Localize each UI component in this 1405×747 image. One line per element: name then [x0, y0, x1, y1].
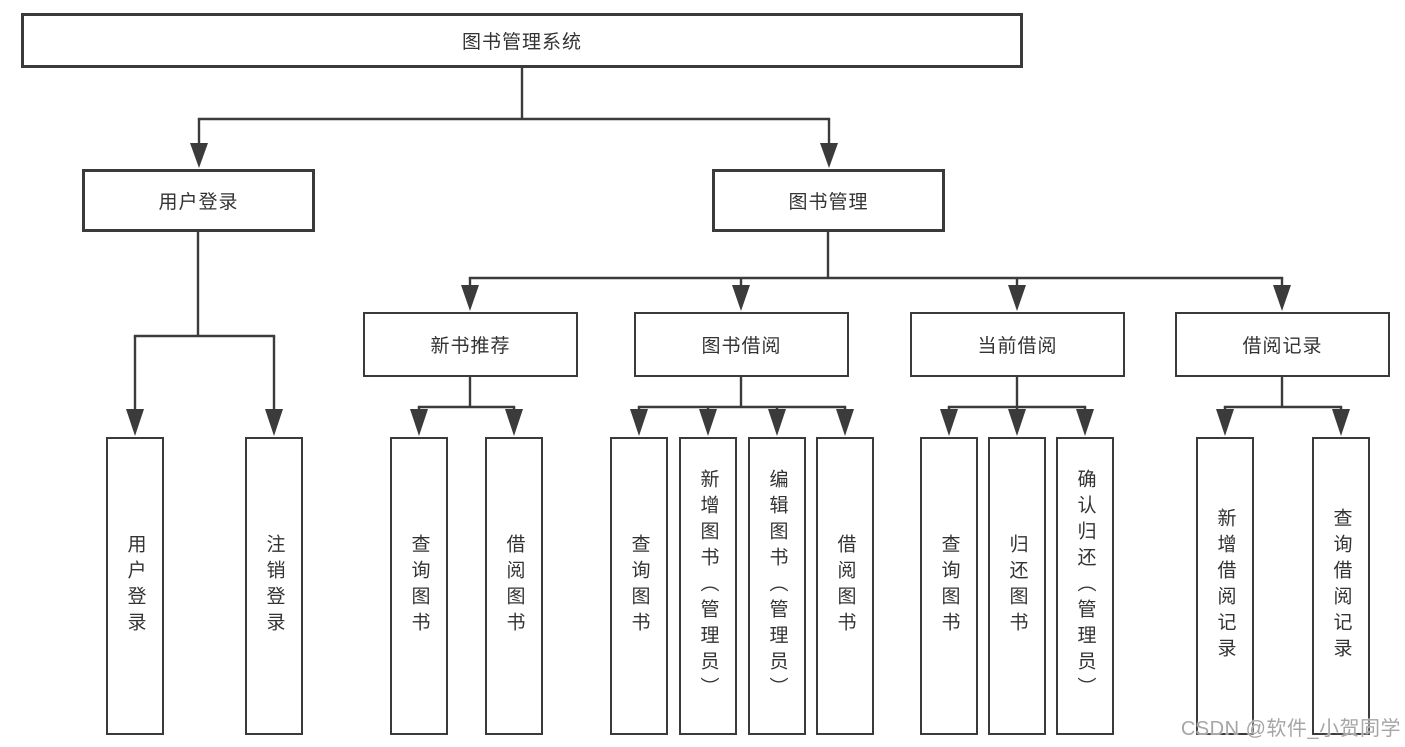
- node-label: 图书管理: [788, 192, 869, 213]
- arrowhead: [410, 409, 428, 436]
- node-label: 注销登录: [263, 534, 285, 638]
- connector-bookborrow-to-leaves: [630, 377, 854, 436]
- arrowhead: [1008, 285, 1026, 311]
- connector-borrowrecords-to-leaves: [1216, 377, 1350, 436]
- leaf-cb-query-books: 查询图书: [920, 437, 978, 735]
- leaf-logout: 注销登录: [245, 437, 303, 735]
- arrowhead: [1076, 409, 1094, 436]
- arrowhead: [190, 143, 208, 168]
- node-label: 查询借阅记录: [1330, 508, 1352, 664]
- leaf-cb-return-books: 归还图书: [988, 437, 1046, 735]
- node-root: 图书管理系统: [21, 13, 1023, 68]
- arrowhead: [768, 409, 786, 436]
- csdn-watermark: CSDN @软件_小贺同学: [1180, 718, 1401, 740]
- node-borrowing-records: 借阅记录: [1175, 312, 1390, 377]
- node-label: 用户登录: [158, 192, 239, 213]
- node-label: 查询图书: [628, 534, 650, 638]
- node-current-borrowing: 当前借阅: [910, 312, 1125, 377]
- arrowhead: [940, 409, 958, 436]
- leaf-cb-confirm-return-admin: 确认归还（管理员）: [1056, 437, 1114, 735]
- node-label: 编辑图书（管理员）: [766, 469, 788, 703]
- connector-bookmgmt-to-level2: [461, 232, 1291, 311]
- node-user-login-group: 用户登录: [82, 169, 315, 232]
- arrowhead: [699, 409, 717, 436]
- arrowhead: [505, 409, 523, 436]
- node-label: 新增借阅记录: [1214, 508, 1236, 664]
- arrowhead: [630, 409, 648, 436]
- node-label: 图书借阅: [701, 336, 782, 357]
- node-label: 查询图书: [938, 534, 960, 638]
- arrowhead: [1216, 409, 1234, 436]
- connector-root-to-level1: [190, 68, 838, 168]
- leaf-nb-borrow-books: 借阅图书: [485, 437, 543, 735]
- leaf-br-add-record: 新增借阅记录: [1196, 437, 1254, 735]
- node-label: 图书管理系统: [461, 32, 582, 53]
- arrowhead: [1273, 285, 1291, 311]
- node-label: 借阅图书: [503, 534, 525, 638]
- arrowhead: [836, 409, 854, 436]
- node-label: 新书推荐: [430, 336, 511, 357]
- node-label: 查询图书: [408, 534, 430, 638]
- connector-login-to-leaves: [126, 232, 283, 436]
- arrowhead: [1332, 409, 1350, 436]
- arrowhead: [265, 409, 283, 436]
- leaf-nb-query-books: 查询图书: [390, 437, 448, 735]
- node-label: 借阅图书: [834, 534, 856, 638]
- arrowhead: [820, 143, 838, 168]
- node-book-management: 图书管理: [712, 169, 945, 232]
- node-label: 借阅记录: [1242, 336, 1323, 357]
- node-label: 确认归还（管理员）: [1074, 469, 1096, 703]
- node-new-book-recommend: 新书推荐: [363, 312, 578, 377]
- leaf-bb-add-books-admin: 新增图书（管理员）: [679, 437, 737, 735]
- node-label: 用户登录: [124, 534, 146, 638]
- leaf-br-query-record: 查询借阅记录: [1312, 437, 1370, 735]
- node-label: 当前借阅: [977, 336, 1058, 357]
- leaf-user-login: 用户登录: [106, 437, 164, 735]
- node-label: 新增图书（管理员）: [697, 469, 719, 703]
- leaf-bb-query-books: 查询图书: [610, 437, 668, 735]
- arrowhead: [732, 285, 750, 311]
- node-label: 归还图书: [1006, 534, 1028, 638]
- arrowhead: [126, 409, 144, 436]
- leaf-bb-edit-books-admin: 编辑图书（管理员）: [748, 437, 806, 735]
- connector-currentborrow-to-leaves: [940, 377, 1094, 436]
- node-book-borrowing: 图书借阅: [634, 312, 849, 377]
- arrowhead: [461, 285, 479, 311]
- arrowhead: [1008, 409, 1026, 436]
- connector-newbooks-to-leaves: [410, 377, 523, 436]
- leaf-bb-borrow-books: 借阅图书: [816, 437, 874, 735]
